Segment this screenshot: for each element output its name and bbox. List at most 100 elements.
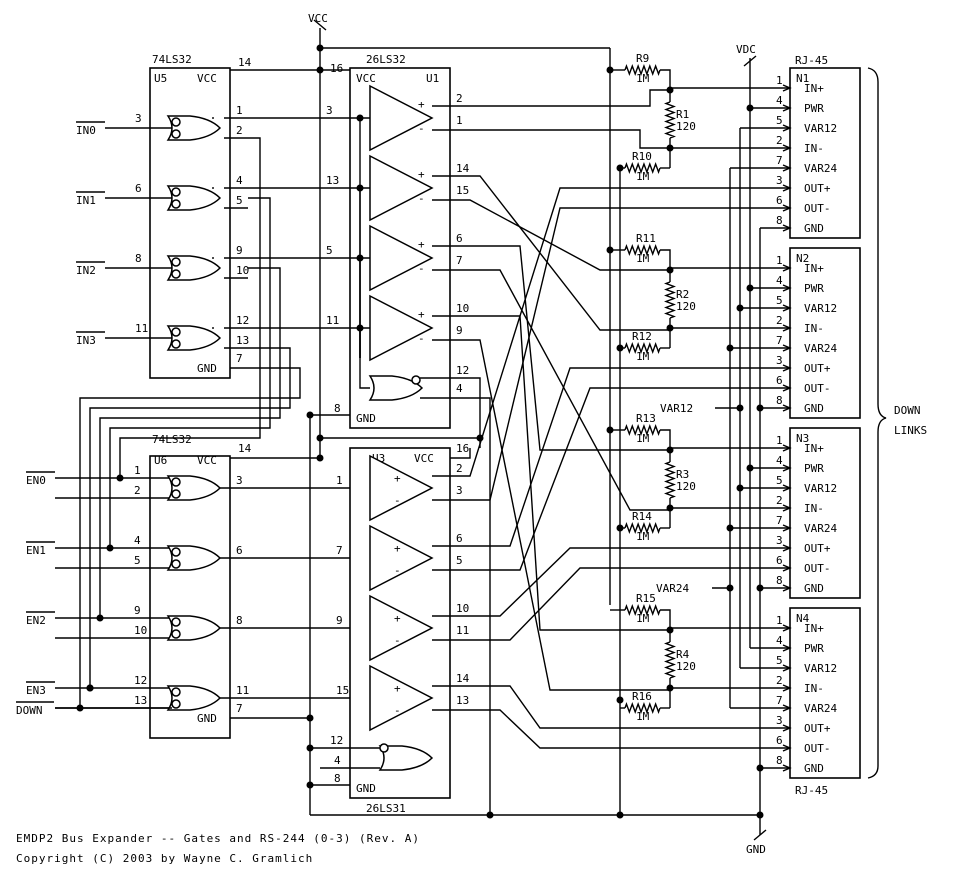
resistor-1m — [624, 701, 661, 715]
pin-arrow — [782, 644, 792, 652]
rj45-pin-number: 5 — [776, 114, 783, 127]
vdc-label: VDC — [736, 43, 756, 56]
rj45-pin-number: 8 — [776, 574, 783, 587]
rj45-pin-name: PWR — [804, 102, 824, 115]
u3-vcc-pin: 16 — [456, 442, 469, 455]
pin-arrow — [782, 344, 792, 352]
resistor-120 — [664, 461, 676, 499]
resistor-ref: R10 — [632, 150, 652, 163]
rj45-pin-number: 8 — [776, 214, 783, 227]
rj45-pin-name: VAR12 — [804, 662, 837, 675]
u1-pin: 6 — [456, 232, 463, 245]
rj45-pin-number: 5 — [776, 294, 783, 307]
copyright-text: Copyright (C) 2003 by Wayne C. Gramlich — [16, 852, 313, 865]
resistor-value: 1M — [636, 252, 650, 265]
u1-pin: 12 — [456, 364, 469, 377]
junction-dot — [356, 254, 364, 262]
rj45-pin-name: IN+ — [804, 82, 824, 95]
u6-pin: 2 — [134, 484, 141, 497]
rj45-pin-number: 1 — [776, 614, 783, 627]
rj45-pin-name: VAR24 — [804, 162, 837, 175]
wire — [660, 609, 671, 642]
resistor-ref: R4 — [676, 648, 690, 661]
wire — [450, 685, 790, 729]
n3-label: N3 — [796, 432, 809, 445]
resistor-value: 120 — [676, 660, 696, 673]
pin-number: 5 — [326, 244, 333, 257]
inverter-bubble — [171, 327, 181, 337]
wire — [119, 137, 261, 478]
u5-pin: 2 — [236, 124, 243, 137]
wire — [450, 339, 670, 691]
u6-pin: 5 — [134, 554, 141, 567]
resistor-120 — [664, 101, 676, 139]
rj45-pin-number: 1 — [776, 74, 783, 87]
rj45-pin-name: VAR12 — [804, 122, 837, 135]
rj45-pin-number: 2 — [776, 674, 783, 687]
rj45-pin-name: VAR24 — [804, 702, 837, 715]
rj45-pin-name: GND — [804, 762, 824, 775]
wire — [450, 367, 790, 547]
u1-gnd-label: GND — [356, 412, 376, 425]
resistor-1m — [624, 423, 661, 437]
resistor-ref: R2 — [676, 288, 689, 301]
rj45-pin-name: PWR — [804, 462, 824, 475]
en0-label: EN0 — [26, 474, 46, 487]
in3-label: IN3 — [76, 334, 96, 347]
resistor-120 — [664, 281, 676, 319]
input-labels: IN0 IN1 IN2 IN3 EN0 EN1 EN2 EN3 DOWN — [16, 121, 105, 717]
u3-driver — [369, 594, 434, 662]
inverter-bubble — [411, 375, 421, 385]
rj45-pin-number: 7 — [776, 514, 783, 527]
u1-receiver — [369, 294, 434, 362]
u6-or-gate — [166, 615, 222, 641]
rj45-pin-name: VAR24 — [804, 522, 837, 535]
u3-pin: 13 — [456, 694, 469, 707]
rj45-pin-number: 8 — [776, 754, 783, 767]
rj45-pin-number: 6 — [776, 554, 783, 567]
inverter-bubble — [171, 547, 181, 557]
minus-sign: - — [394, 634, 401, 647]
u1-gnd-pin: 8 — [334, 402, 341, 415]
rj45-pin-number: 5 — [776, 654, 783, 667]
inverter-bubble — [171, 687, 181, 697]
pin-arrow — [782, 304, 792, 312]
rj45-pin-number: 3 — [776, 174, 783, 187]
resistor-1m — [624, 161, 661, 175]
var24-label: VAR24 — [656, 582, 689, 595]
brace-label-line1: DOWN — [894, 404, 921, 417]
inverter-bubble — [171, 489, 181, 499]
rj45-pin-name: VAR12 — [804, 302, 837, 315]
en3-label: EN3 — [26, 684, 46, 697]
rj45-pin-number: 8 — [776, 394, 783, 407]
u6-pin: 13 — [134, 694, 147, 707]
plus-sign: + — [394, 472, 401, 485]
or-gate-body — [368, 375, 424, 401]
rj45-pin-name: GND — [804, 402, 824, 415]
resistor-ref: R14 — [632, 510, 652, 523]
rj45-pin-number: 7 — [776, 334, 783, 347]
u6-pin: 8 — [236, 614, 243, 627]
u5-pin: 9 — [236, 244, 243, 257]
resistor-value: 1M — [636, 432, 650, 445]
rj45-pin-name: VAR24 — [804, 342, 837, 355]
pin-arrow — [782, 704, 792, 712]
plus-sign: + — [394, 542, 401, 555]
inverter-bubble — [171, 699, 181, 709]
wire — [450, 397, 491, 418]
u6-pin: 12 — [134, 674, 147, 687]
u3-pin: 1 — [336, 474, 343, 487]
resistor-ref: R15 — [636, 592, 656, 605]
rj45-pin-name: OUT- — [804, 202, 831, 215]
inverter-bubble — [379, 743, 389, 753]
minus-sign: - — [418, 192, 425, 205]
wire — [450, 187, 790, 477]
rj45-pin-number: 1 — [776, 434, 783, 447]
schematic-elements: 31264589101112131234569108121311313511+-… — [55, 52, 861, 779]
resistor-120 — [664, 641, 676, 679]
inverter-bubble — [171, 629, 181, 639]
or-gate-body — [166, 545, 222, 571]
resistor-value: 1M — [636, 170, 650, 183]
rj45-pin-name: OUT+ — [804, 182, 831, 195]
rj45-pin-name: IN- — [804, 682, 824, 695]
